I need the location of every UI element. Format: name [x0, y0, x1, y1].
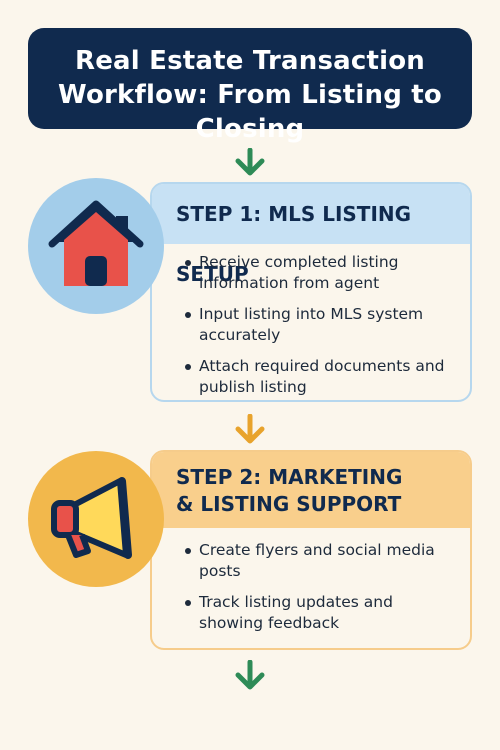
down-arrow-icon	[235, 660, 265, 690]
step-2-header-line-1: STEP 2: MARKETING	[176, 465, 403, 489]
list-item: Attach required documents and publish li…	[152, 356, 458, 398]
step-2-header: STEP 2: MARKETING & LISTING SUPPORT	[152, 452, 470, 528]
down-arrow-icon	[235, 148, 265, 176]
down-arrow-icon	[235, 414, 265, 444]
title-line-2: Workflow: From Listing to Closing	[58, 80, 442, 144]
list-item: Track listing updates and showing feedba…	[152, 592, 458, 634]
step-1-header: STEP 1: MLS LISTING SETUP	[152, 184, 470, 286]
list-item: Create flyers and social media posts	[152, 540, 458, 582]
megaphone-icon	[51, 477, 132, 559]
house-icon	[48, 200, 144, 286]
megaphone-icon-circle	[28, 451, 164, 587]
title-banner: Real Estate Transaction Workflow: From L…	[28, 28, 472, 144]
house-icon-circle	[28, 178, 164, 314]
list-item: Input listing into MLS system accurately	[152, 304, 458, 346]
step-1-card: STEP 1: MLS LISTING SETUP Receive comple…	[150, 182, 472, 402]
step-2-card: STEP 2: MARKETING & LISTING SUPPORT Crea…	[150, 450, 472, 650]
title-line-1: Real Estate Transaction	[75, 46, 425, 76]
step-1-bullets: Receive completed listing information fr…	[152, 244, 470, 398]
step-2-bullets: Create flyers and social media posts Tra…	[152, 528, 470, 634]
step-2-header-line-2: & LISTING SUPPORT	[176, 492, 402, 516]
list-item: Receive completed listing information fr…	[152, 252, 458, 294]
